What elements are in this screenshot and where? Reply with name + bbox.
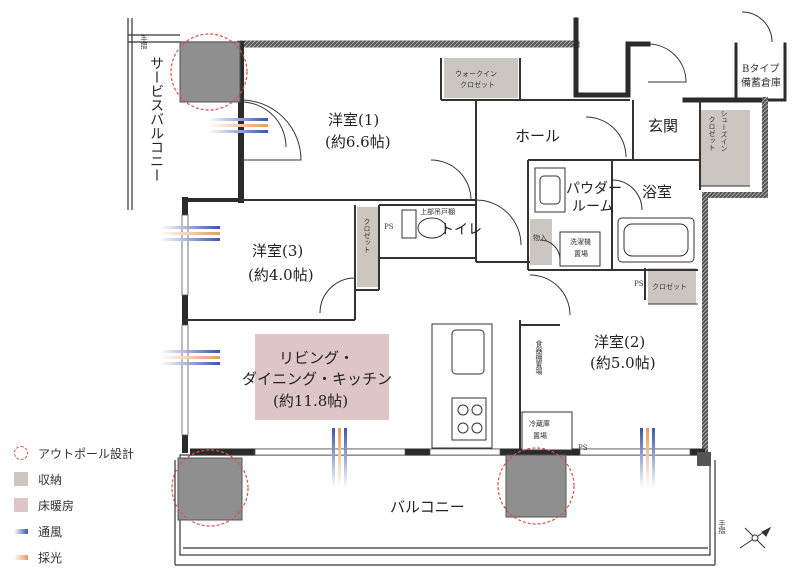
legend-label: 収納 bbox=[38, 472, 63, 487]
dish-shelf-label: 食器棚置場 bbox=[535, 340, 544, 375]
legend-swatch-storage bbox=[14, 472, 28, 486]
room-hall: ホール bbox=[515, 127, 561, 145]
bath-tub bbox=[617, 217, 695, 263]
interior-walls bbox=[185, 58, 701, 450]
legend-swatch-floor bbox=[14, 498, 28, 512]
walkin-closet-label2: クロゼット bbox=[460, 81, 495, 89]
room-ldk-line2: ダイニング・キッチン bbox=[242, 370, 393, 388]
room-western1-name: 洋室(1) bbox=[328, 111, 380, 129]
shoes-in-closet-label2: クロゼット bbox=[708, 116, 717, 151]
room-western2-name: 洋室(2) bbox=[594, 333, 646, 351]
legend-item-light: 採光 bbox=[14, 544, 134, 570]
legend-label: 床暖房 bbox=[38, 498, 75, 513]
room-powder-line1: パウダー bbox=[566, 181, 622, 197]
ps-label-2: PS bbox=[634, 280, 644, 288]
ps-label-1: PS bbox=[384, 223, 394, 231]
toilet-fixture bbox=[401, 209, 447, 239]
closet-w2-area bbox=[648, 268, 696, 304]
room-ldk-line1: リビング・ bbox=[279, 349, 355, 367]
legend-item-storage: 収納 bbox=[14, 466, 134, 492]
powder-sink bbox=[534, 167, 566, 213]
washer-label1: 洗濯機 bbox=[570, 238, 591, 246]
closet-w3-label: クロゼット bbox=[363, 218, 372, 253]
walkin-closet-area bbox=[444, 58, 518, 98]
washer-label2: 置場 bbox=[574, 250, 588, 258]
doors bbox=[240, 11, 773, 316]
closet-w3-area bbox=[357, 207, 379, 287]
storage-label: 物入 bbox=[533, 234, 547, 242]
room-western1-size: (約6.6帖) bbox=[325, 133, 391, 151]
legend-swatch-outpole bbox=[14, 446, 28, 460]
legend-swatch-light bbox=[14, 554, 28, 560]
room-balcony: バルコニー bbox=[390, 498, 465, 516]
ps-label-3: PS bbox=[578, 444, 588, 452]
legend-label: 採光 bbox=[38, 550, 63, 565]
fridge-space bbox=[521, 411, 573, 451]
kitchen-counter bbox=[431, 323, 493, 449]
room-western2-size: (約5.0帖) bbox=[590, 354, 656, 372]
legend-label: 通風 bbox=[38, 524, 63, 539]
room-ldk-size: (約11.8帖) bbox=[273, 392, 349, 410]
walkin-closet-label1: ウォークイン bbox=[455, 70, 497, 78]
legend-label: アウトポール設計 bbox=[38, 446, 135, 461]
legend-item-floor-heating: 床暖房 bbox=[14, 492, 134, 518]
handrail-label-1: 手摺 bbox=[140, 35, 149, 49]
room-entrance: 玄関 bbox=[648, 117, 679, 135]
room-b-storage-line1: Bタイプ bbox=[742, 64, 780, 75]
washer-space bbox=[559, 231, 601, 267]
room-western3-size: (約4.0帖) bbox=[248, 266, 314, 284]
closet-w2-label: クロゼット bbox=[652, 283, 687, 291]
legend-swatch-wind bbox=[14, 528, 28, 534]
fridge-label2: 置場 bbox=[533, 432, 547, 440]
room-western3-name: 洋室(3) bbox=[252, 242, 304, 260]
room-powder-line2: ルーム bbox=[572, 199, 614, 215]
handrail-label-2: 手摺 bbox=[718, 520, 727, 534]
room-bath: 浴室 bbox=[642, 183, 673, 201]
legend: アウトポール設計 収納 床暖房 通風 採光 bbox=[14, 440, 134, 570]
room-service-balcony: サービスバルコニー bbox=[148, 56, 165, 182]
shoes-in-closet-label: シューズイン bbox=[720, 110, 729, 152]
outpole-columns bbox=[170, 33, 575, 527]
room-b-storage-line2: 備蓄倉庫 bbox=[741, 78, 781, 89]
fridge-label1: 冷蔵庫 bbox=[529, 420, 550, 428]
upper-shelf-label: 上部吊戸棚 bbox=[420, 208, 455, 216]
compass-icon bbox=[739, 526, 772, 549]
wind-light-indicators bbox=[160, 118, 655, 488]
floor-heating-area bbox=[255, 334, 389, 420]
legend-item-outpole: アウトポール設計 bbox=[14, 440, 134, 466]
room-toilet: トイレ bbox=[440, 222, 482, 238]
storage-area bbox=[530, 219, 552, 265]
shoes-closet-area bbox=[700, 110, 750, 186]
legend-item-wind: 通風 bbox=[14, 518, 134, 544]
